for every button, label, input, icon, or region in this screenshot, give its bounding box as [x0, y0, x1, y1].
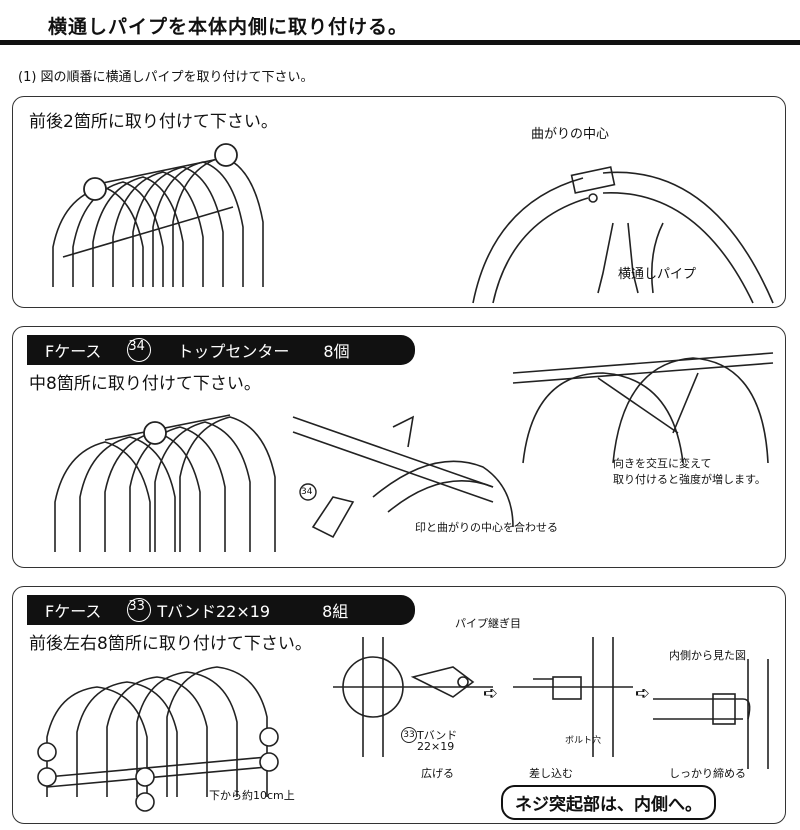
case-name: Fケース [45, 342, 102, 361]
part-number-badge: 34 [127, 338, 152, 362]
page-header: 横通しパイプを本体内側に取り付ける。 [0, 0, 800, 56]
warning-bubble: ネジ突起部は、内側へ。 [501, 785, 716, 820]
parts-label-34: Fケース 34 トップセンター 8個 [27, 335, 415, 365]
step-spread: 広げる [421, 767, 454, 780]
panel1-instruction: 前後2箇所に取り付けて下さい。 [29, 112, 278, 132]
panel2-instruction: 中8箇所に取り付けて下さい。 [29, 374, 261, 394]
page-title: 横通しパイプを本体内側に取り付ける。 [48, 16, 409, 38]
callout-inside-view: 内側から見た図 [669, 649, 746, 662]
callout-bend-center: 曲がりの中心 [531, 127, 610, 142]
arrow-right-icon: ➪ [483, 683, 499, 704]
part-number-33: 33 [401, 727, 417, 743]
bend-detail-diagram [472, 166, 774, 304]
callout-part-34: 34 [301, 487, 313, 497]
tunnel-diagram-2 [54, 414, 276, 552]
panel-front-back: 前後2箇所に取り付けて下さい。 曲がりの中心 横通しパイプ [12, 96, 786, 308]
callout-note-line1: 向きを交互に変えて [613, 457, 712, 470]
step-insert: 差し込む [529, 767, 573, 780]
callout-note-line2: 取り付けると強度が増します。 [613, 473, 766, 486]
t-band-step3 [653, 659, 769, 769]
callout-pipe-joint: パイプ継ぎ目 [455, 617, 521, 630]
parts-label-33: Fケース 33 Tバンド22×19 8組 [27, 595, 415, 625]
tunnel-diagram-3 [37, 666, 279, 812]
t-band-step2 [513, 637, 633, 757]
t-band-label: Tバンド [417, 729, 458, 742]
callout-height: 下から約10cm上 [209, 789, 295, 802]
part-quantity: 8組 [322, 602, 349, 621]
callout-bolt-hole: ボルト穴 [565, 736, 602, 746]
top-center-detail [292, 415, 514, 539]
t-band-size: 22×19 [417, 740, 455, 753]
part-quantity: 8個 [323, 342, 350, 361]
callout-align-mark: 印と曲がりの中心を合わせる [415, 521, 558, 534]
intro-text: (1) 図の順番に横通しパイプを取り付けて下さい。 [18, 70, 314, 85]
arrow-right-icon: ➪ [635, 683, 651, 704]
part-name: トップセンター [177, 342, 290, 361]
alternating-arch-detail [512, 352, 774, 464]
t-band-step1 [333, 637, 493, 757]
header-rule [0, 40, 800, 45]
panel-top-center: Fケース 34 トップセンター 8個 中8箇所に取り付けて下さい。 34 印と曲… [12, 326, 786, 568]
part-number-badge: 33 [127, 598, 152, 622]
panel3-instruction: 前後左右8箇所に取り付けて下さい。 [29, 634, 312, 654]
case-name: Fケース [45, 602, 102, 621]
part-name: Tバンド22×19 [157, 602, 271, 621]
step-tighten: しっかり締める [669, 767, 746, 780]
tunnel-diagram-1 [52, 143, 264, 287]
panel-t-band: Fケース 33 Tバンド22×19 8組 前後左右8箇所に取り付けて下さい。 下… [12, 586, 786, 824]
callout-cross-pipe: 横通しパイプ [618, 267, 697, 282]
